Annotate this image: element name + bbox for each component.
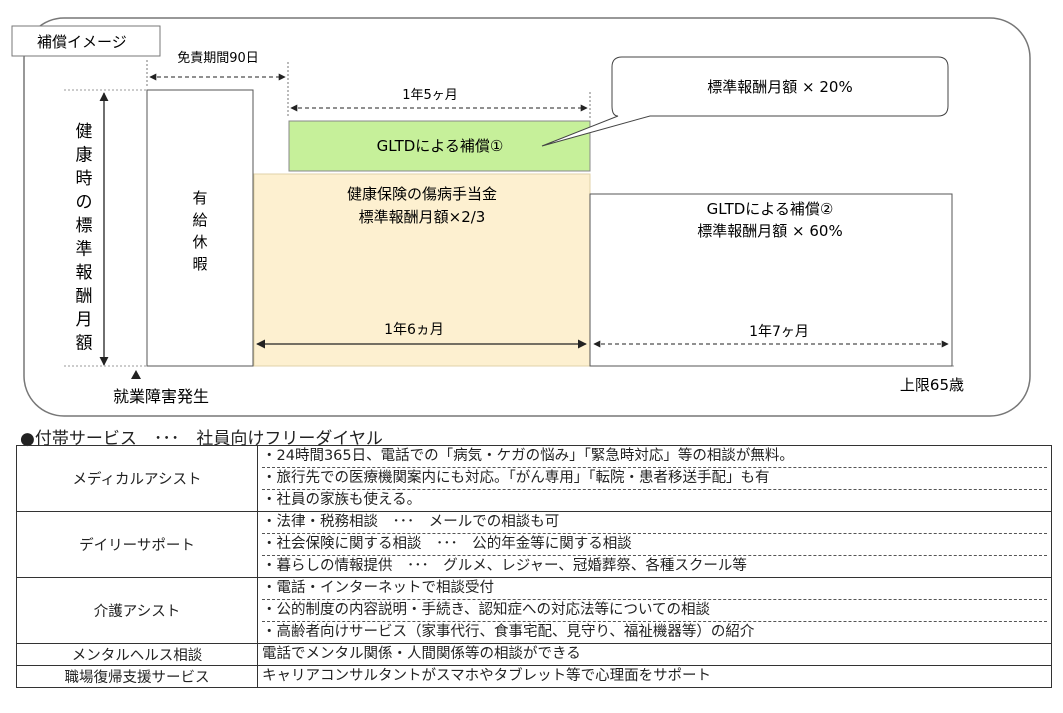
service-row: 介護アシスト・電話・インターネットで相談受付・公的制度の内容説明・手続き、認知症…	[16, 577, 1052, 644]
callout-text: 標準報酬月額 × 20%	[707, 78, 852, 96]
service-row: メディカルアシスト・24時間365日、電話での「病気・ケガの悩み」「緊急時対応」…	[16, 445, 1052, 512]
title-tag	[11, 25, 161, 57]
services-title: ●付帯サービス ･･･ 社員向けフリーダイヤル	[20, 429, 383, 449]
service-item: ・法律・税務相談 ･･･ メールでの相談も可	[262, 514, 560, 530]
paid-leave-box	[146, 89, 254, 367]
service-row: 職場復帰支援サービスキャリアコンサルタントがスマホやタブレット等で心理面をサポー…	[16, 665, 1052, 688]
service-item: ・24時間365日、電話での「病気・ケガの悩み」「緊急時対応」等の相談が無料。	[262, 448, 794, 464]
callout-bubble	[541, 56, 949, 147]
gltd1-label: GLTDによる補償①	[377, 137, 504, 155]
service-item: 電話でメンタル関係・人間関係等の相談ができる	[262, 646, 581, 662]
sickness-allowance-title: 健康保険の傷病手当金	[347, 185, 497, 203]
service-row: デイリーサポート・法律・税務相談 ･･･ メールでの相談も可・社会保険に関する相…	[16, 511, 1052, 578]
service-item: ・高齢者向けサービス（家事代行、食事宅配、見守り、福祉機器等）の紹介	[262, 621, 1047, 643]
gltd2-rate: 標準報酬月額 × 60%	[697, 222, 842, 240]
service-category: メンタルヘルス相談	[16, 643, 258, 666]
gltd2-period-label: 1年7ヶ月	[749, 324, 809, 340]
gltd1-period-label: 1年5ヶ月	[402, 88, 458, 103]
service-item: ・電話・インターネットで相談受付	[262, 580, 494, 596]
service-details: ・法律・税務相談 ･･･ メールでの相談も可・社会保険に関する相談 ･･･ 公的…	[257, 511, 1052, 578]
waiting-period-label: 免責期間90日	[177, 51, 259, 66]
disability-start-label: 就業障害発生	[113, 387, 209, 406]
service-category: メディカルアシスト	[16, 445, 258, 512]
service-item: ・旅行先での医療機関案内にも対応。「がん専用」「転院・患者移送手配」も有	[262, 467, 1047, 489]
service-item: ・社員の家族も使える。	[262, 489, 1047, 511]
sickness-allowance-rate: 標準報酬月額×2/3	[359, 208, 486, 226]
service-details: ・電話・インターネットで相談受付・公的制度の内容説明・手続き、認知症への対応法等…	[257, 577, 1052, 644]
service-item: ・社会保険に関する相談 ･･･ 公的年金等に関する相談	[262, 533, 1047, 555]
upper-limit-label: 上限65歳	[900, 376, 964, 394]
service-category: 介護アシスト	[16, 577, 258, 644]
service-details: キャリアコンサルタントがスマホやタブレット等で心理面をサポート	[257, 665, 1052, 688]
service-category: 職場復帰支援サービス	[16, 665, 258, 688]
service-category: デイリーサポート	[16, 511, 258, 578]
service-details: ・24時間365日、電話での「病気・ケガの悩み」「緊急時対応」等の相談が無料。・…	[257, 445, 1052, 512]
image-title: 補償イメージ	[37, 33, 127, 51]
service-row: メンタルヘルス相談電話でメンタル関係・人間関係等の相談ができる	[16, 643, 1052, 666]
service-details: 電話でメンタル関係・人間関係等の相談ができる	[257, 643, 1052, 666]
gltd2-title: GLTDによる補償②	[707, 200, 834, 218]
gltd1-box	[288, 120, 591, 172]
services-table: メディカルアシスト・24時間365日、電話での「病気・ケガの悩み」「緊急時対応」…	[16, 445, 1052, 688]
disability-start-marker	[131, 370, 141, 379]
paid-leave-text: 有給休暇	[192, 189, 207, 273]
sickness-period-label: 1年6ヵ月	[384, 322, 444, 338]
paid-leave-label: 有給休暇	[192, 189, 207, 273]
service-item: ・暮らしの情報提供 ･･･ グルメ、レジャー、冠婚葬祭、各種スクール等	[262, 555, 1047, 577]
salary-level-text: 健康時の標準報酬月額	[76, 122, 93, 354]
outer-frame	[23, 17, 1031, 417]
service-item: キャリアコンサルタントがスマホやタブレット等で心理面をサポート	[262, 668, 712, 684]
gltd2-box	[589, 193, 953, 367]
salary-level-label: 健康時の標準報酬月額	[76, 122, 93, 354]
sickness-allowance-box	[253, 173, 591, 367]
compensation-diagram: 補償イメージ 健康時の標準報酬月額 有給休暇 免責期間90日 1年5ヶ月 GLT…	[11, 17, 1031, 417]
service-item: ・公的制度の内容説明・手続き、認知症への対応法等についての相談	[262, 599, 1047, 621]
